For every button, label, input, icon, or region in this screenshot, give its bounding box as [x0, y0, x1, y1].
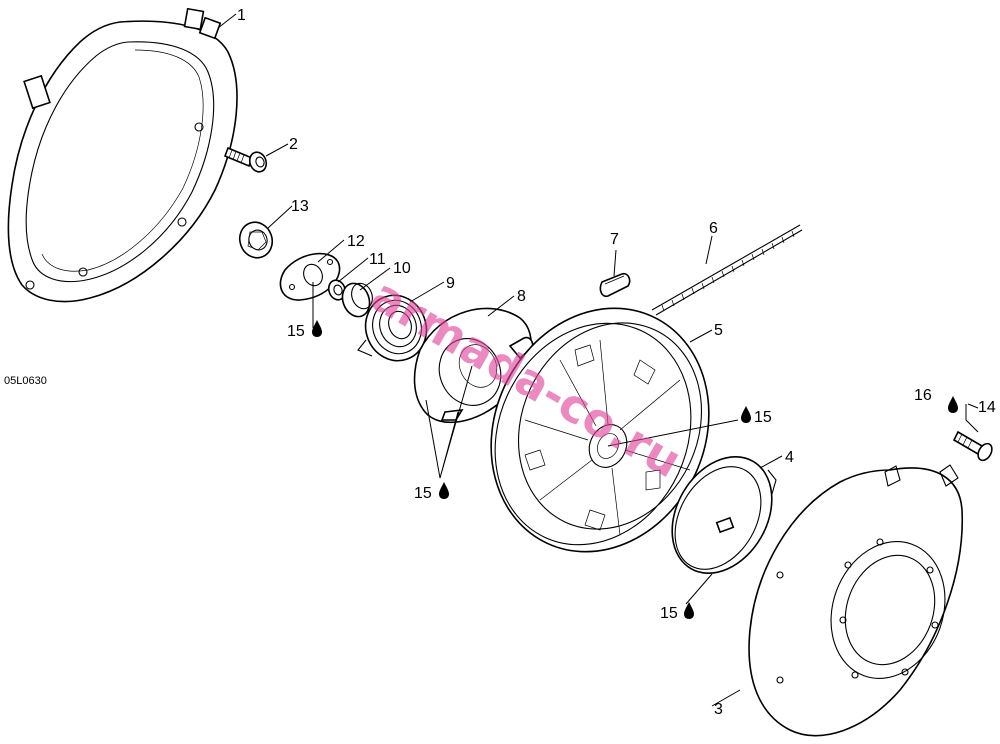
callout-13: 13	[291, 198, 309, 215]
callout-12: 12	[347, 233, 365, 250]
callout-15-d: 15	[660, 605, 678, 622]
part-2-bolt	[223, 146, 268, 173]
callout-10: 10	[393, 260, 411, 277]
callout-9: 9	[446, 275, 455, 292]
callout-15-b: 15	[414, 485, 432, 502]
callout-15-a: 15	[287, 323, 305, 340]
callout-16: 16	[914, 387, 932, 404]
lubricant-drop-icon	[684, 602, 694, 619]
callout-8: 8	[517, 288, 526, 305]
lubricant-drop-icon	[948, 396, 958, 413]
part-5-sheave	[490, 307, 710, 553]
callout-15-c: 15	[754, 409, 772, 426]
callout-7: 7	[610, 231, 619, 248]
lubricant-drop-icon	[312, 320, 322, 337]
callout-1: 1	[237, 7, 246, 24]
callout-11: 11	[369, 251, 386, 268]
lubricant-drop-icon	[741, 406, 751, 423]
callout-6: 6	[709, 220, 718, 237]
callout-4: 4	[785, 449, 794, 466]
callout-3: 3	[714, 701, 723, 718]
part-9-spring	[357, 294, 428, 362]
part-3-cover	[748, 464, 964, 737]
callout-14: 14	[978, 399, 996, 416]
leader-lines	[217, 13, 979, 707]
reference-code: 05L0630	[4, 375, 47, 387]
part-6-rope	[651, 224, 803, 316]
part-14-bolt	[952, 430, 993, 462]
part-4-ring	[671, 455, 777, 575]
part-1-ring-housing	[7, 7, 238, 303]
part-10-bushing	[341, 282, 373, 318]
part-7-pawl	[599, 272, 631, 298]
lubricant-drop-icons	[312, 320, 958, 619]
part-11-washer	[327, 279, 347, 301]
lubricant-drop-icon	[439, 482, 449, 499]
part-13-nut	[238, 221, 274, 259]
callout-2: 2	[289, 136, 298, 153]
callout-5: 5	[714, 322, 723, 339]
